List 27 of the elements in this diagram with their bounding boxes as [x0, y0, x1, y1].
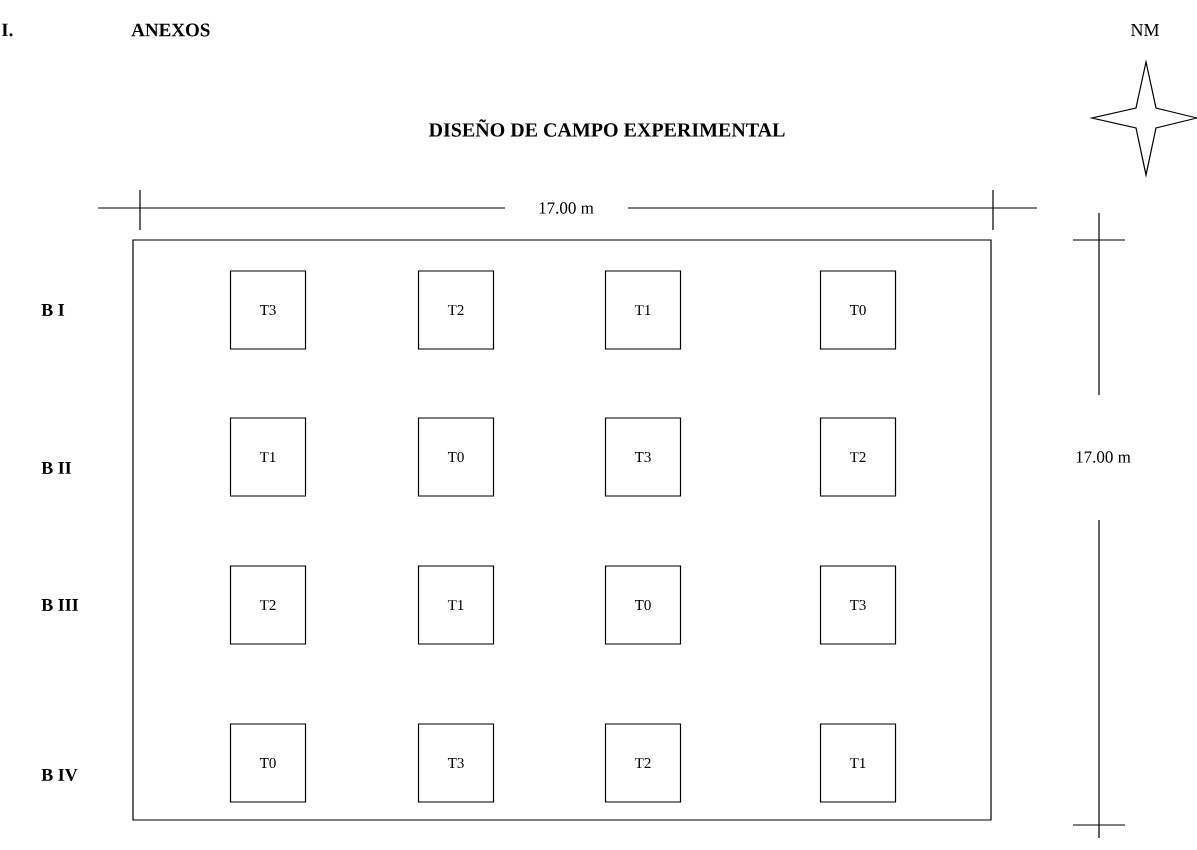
plot-box: T2 — [604, 723, 682, 803]
plot-box: T2 — [229, 565, 307, 645]
plot-box: T1 — [229, 417, 307, 497]
plot-box: T2 — [417, 270, 495, 350]
plot-box: T2 — [819, 417, 897, 497]
block-label: B II — [41, 462, 72, 474]
block-label: B III — [41, 599, 79, 611]
plot-box: T3 — [417, 723, 495, 803]
plot-box: T3 — [604, 417, 682, 497]
plot-box: T0 — [604, 565, 682, 645]
title: DISEÑO DE CAMPO EXPERIMENTAL — [428, 119, 785, 137]
field-border — [132, 239, 992, 821]
north-label: NM — [1131, 24, 1159, 36]
dimension-label: 17.00 m — [1076, 451, 1131, 463]
section-number: I. — [1, 23, 13, 37]
dimension-label: 17.00 m — [539, 202, 594, 214]
plot-box: T0 — [417, 417, 495, 497]
plot-box: T1 — [417, 565, 495, 645]
block-label: B I — [41, 304, 65, 316]
plot-box: T3 — [229, 270, 307, 350]
plot-box: T1 — [819, 723, 897, 803]
plot-box: T0 — [229, 723, 307, 803]
plot-box: T3 — [819, 565, 897, 645]
block-label: B IV — [41, 768, 78, 781]
plot-box: T1 — [604, 270, 682, 350]
section-heading: ANEXOS — [131, 23, 210, 37]
plot-box: T0 — [819, 270, 897, 350]
